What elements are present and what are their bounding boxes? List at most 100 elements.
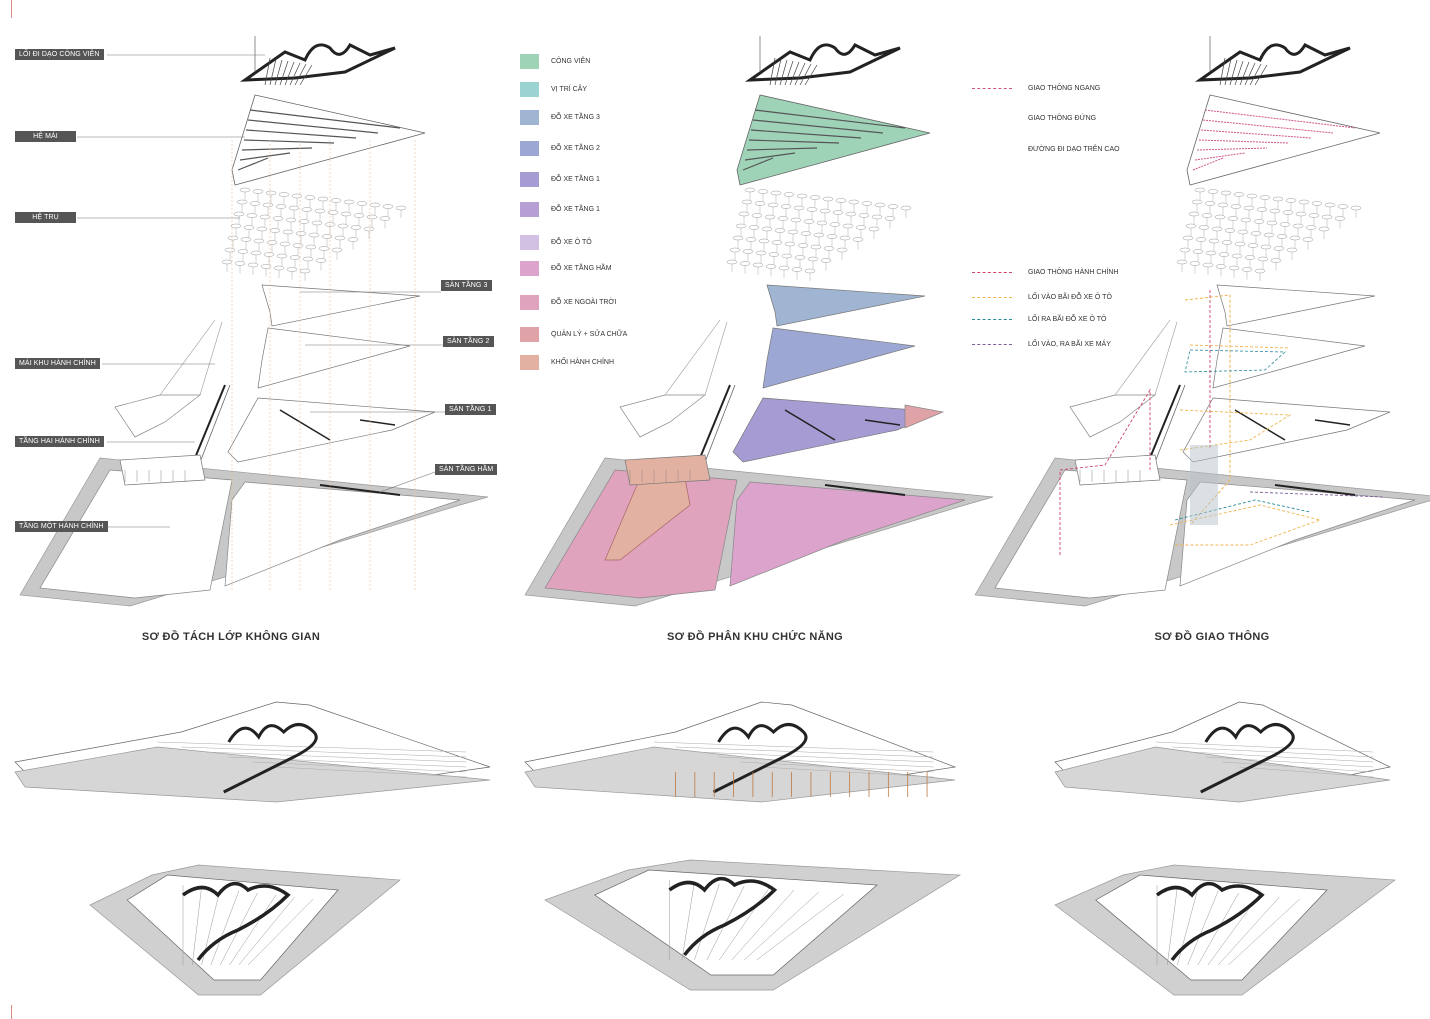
line <box>675 746 934 758</box>
walkway-pillar <box>289 62 301 86</box>
column-cap <box>221 259 233 265</box>
admin-ground <box>994 469 1188 599</box>
column-cap <box>768 252 780 257</box>
floor-3 <box>261 284 421 327</box>
line <box>279 409 331 441</box>
column-cap <box>246 213 258 218</box>
column-cap <box>816 220 828 226</box>
column-cap <box>1289 235 1301 241</box>
column-cap <box>1272 196 1284 202</box>
column-cap <box>1253 219 1265 224</box>
column-cap <box>1204 201 1216 206</box>
column-cap <box>1211 226 1223 232</box>
column-cap <box>1246 193 1258 199</box>
column-cap <box>871 214 883 220</box>
column-cap <box>308 232 320 238</box>
column-cap <box>874 202 886 208</box>
roof-row <box>744 152 796 161</box>
column-cap <box>1176 259 1188 265</box>
legend-label: ĐỖ XE Ô TÔ <box>551 239 592 246</box>
column-cap <box>276 253 288 259</box>
column-cap <box>793 205 805 211</box>
column-cap <box>1243 205 1255 211</box>
color-swatch <box>520 261 539 276</box>
elevation-ground <box>524 746 956 803</box>
column-cap <box>243 225 255 230</box>
column-cap <box>761 226 773 232</box>
column-cap <box>237 249 249 254</box>
line <box>319 484 401 496</box>
column-cap <box>337 223 349 229</box>
line <box>704 321 728 396</box>
roof-row <box>1202 119 1334 134</box>
legend-item: CÔNG VIÊN <box>520 54 590 69</box>
column-cap <box>767 202 779 208</box>
elevated-walkway <box>1200 723 1295 794</box>
roof-row <box>754 109 906 129</box>
legend-label: ĐỖ XE TẦNG HẦM <box>551 265 612 272</box>
motorbike-route <box>1249 491 1386 498</box>
label-floor-1: SÀN TẦNG 1 <box>445 404 496 415</box>
elevated-walkway <box>668 876 778 957</box>
color-swatch <box>520 110 539 125</box>
walkway-pillar <box>784 60 794 86</box>
column-cap <box>356 201 368 206</box>
title-layer-diagram: SƠ ĐỒ TÁCH LỚP KHÔNG GIAN <box>141 631 321 643</box>
column-cap <box>1302 237 1314 242</box>
column-cap <box>845 211 857 217</box>
column-cap <box>820 258 832 263</box>
color-swatch <box>520 295 539 310</box>
line <box>210 890 240 966</box>
column-cap <box>1205 250 1217 256</box>
column-cap <box>1192 249 1204 254</box>
walkway-pillar <box>1244 62 1256 86</box>
line <box>181 746 467 758</box>
walkway-pillar <box>1254 64 1268 86</box>
column-cap <box>334 235 346 241</box>
column-cap <box>813 232 825 238</box>
walkway-pillar <box>789 61 800 86</box>
legend-item: ĐỖ XE TẦNG 3 <box>520 110 600 125</box>
column-cap <box>249 201 261 206</box>
walkway-pillar <box>1219 57 1226 86</box>
roof-row <box>1204 109 1356 129</box>
column-cap <box>884 216 896 221</box>
column-cap <box>861 201 873 206</box>
column-cap <box>305 244 317 250</box>
column-cap <box>803 219 815 224</box>
line <box>1222 761 1374 773</box>
column-cap <box>347 237 359 242</box>
column-cap <box>1218 252 1230 257</box>
legend-label: ĐỖ XE NGOÀI TRỜI <box>551 299 617 306</box>
color-swatch <box>520 172 539 187</box>
color-swatch <box>520 355 539 370</box>
column-cap <box>829 222 841 227</box>
line <box>1234 409 1286 441</box>
line <box>359 419 396 426</box>
line <box>864 419 901 426</box>
column-cap <box>395 205 407 211</box>
legend-label: KHỐI HÀNH CHÍNH <box>551 359 615 366</box>
column-cap <box>272 216 284 221</box>
column-cap <box>855 225 867 230</box>
column-cap <box>807 256 819 262</box>
line <box>1188 751 1374 763</box>
color-swatch <box>520 235 539 250</box>
column-cap <box>826 234 838 239</box>
line <box>204 751 467 763</box>
column-cap <box>314 208 326 214</box>
line <box>379 471 436 493</box>
column-cap <box>1295 211 1307 217</box>
column-cap <box>771 240 783 245</box>
column-cap <box>1260 244 1272 250</box>
legend-label: ĐƯỜNG ĐI DẠO TRÊN CAO <box>1028 146 1120 153</box>
column-cap <box>295 231 307 236</box>
column-cap <box>751 213 763 218</box>
column-cap <box>317 196 329 202</box>
admin-ground <box>39 469 233 599</box>
line <box>238 896 295 966</box>
roof-row <box>750 129 862 139</box>
column-cap <box>291 193 303 199</box>
column-cap <box>278 192 290 197</box>
walkway-pillar <box>1249 63 1262 86</box>
